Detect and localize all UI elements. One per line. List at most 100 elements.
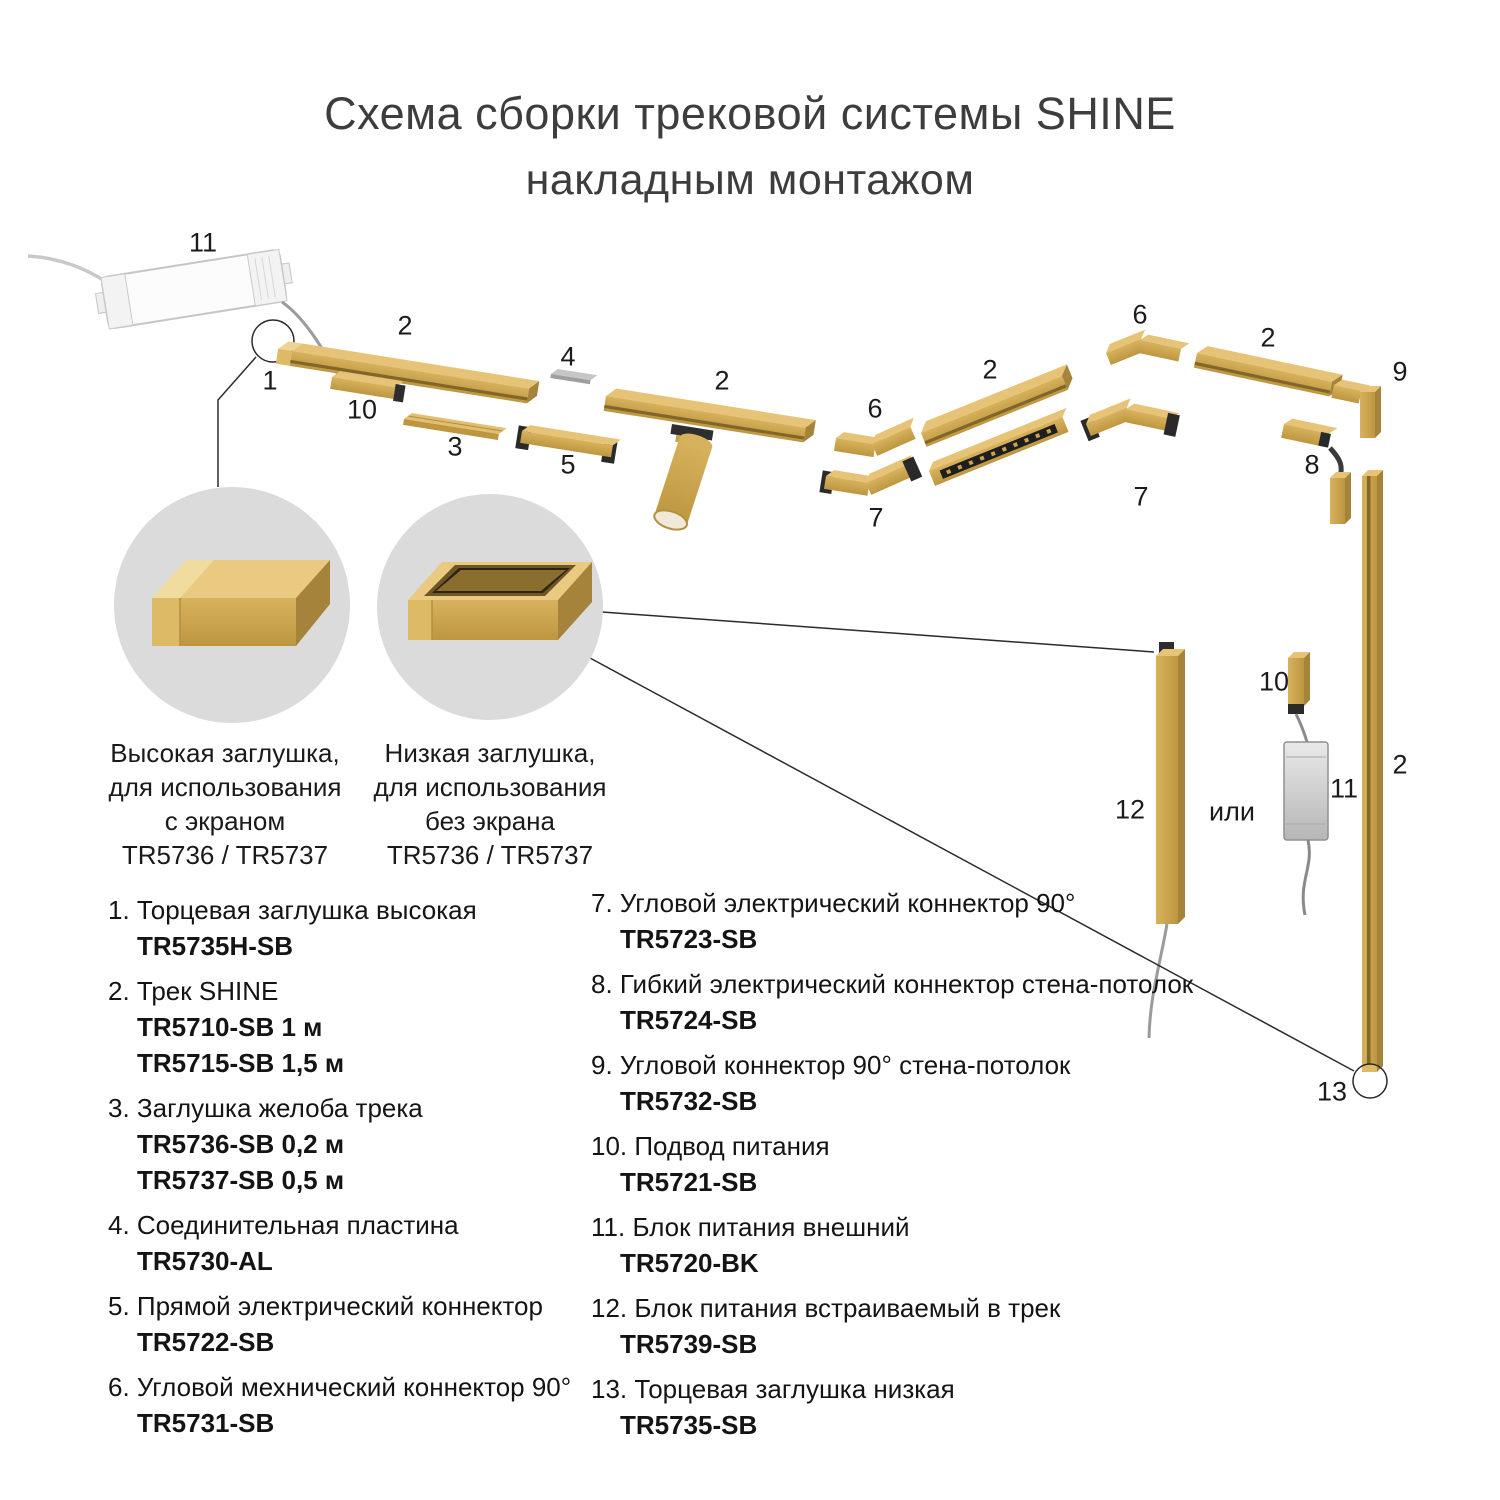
diagram-part-number: 13 [1316,1076,1348,1107]
part-name: 12. Блок питания встраиваемый в трек [591,1293,1061,1323]
part-code: TR5715-SB 1,5 м [137,1048,345,1078]
diagram-part-number: 12 [1114,794,1146,825]
callout-caption-line: Низкая заглушка, [384,738,596,768]
part-code: TR5731-SB [137,1408,275,1438]
callout-leader-line-left [217,356,257,487]
diagram-part-number: 1 [262,365,278,396]
straight-electrical-connector [515,425,621,464]
callout-leader-line-right-upper [601,611,1155,653]
part-code: TR5724-SB [620,1005,758,1035]
part-name: 5. Прямой электрический коннектор [108,1291,543,1321]
in-track-power-supply [1147,642,1185,1039]
low-cap-detail-circle [377,494,603,720]
track-segment [1193,346,1343,397]
part-code: TR5732-SB [620,1086,758,1116]
part-code: TR5721-SB [620,1167,758,1197]
part-code: TR5739-SB [620,1329,758,1359]
part-code: TR5737-SB 0,5 м [137,1165,345,1195]
track-segment [275,341,540,404]
parts-list-item: 2. Трек SHINE TR5710-SB 1 м TR5715-SB 1,5 … [108,974,578,1080]
part-name: 9. Угловой коннектор 90° стена-потолок [591,1050,1071,1080]
parts-list-item: 8. Гибкий электрический коннектор стена-… [591,967,1241,1037]
joining-plate [550,369,598,385]
flexible-electrical-connector [1281,418,1351,524]
diagram-part-number: 9 [1392,356,1408,387]
part-name: 8. Гибкий электрический коннектор стена-… [591,969,1194,999]
diagram-part-number: 5 [560,449,576,480]
part-name: 4. Соединительная пластина [108,1210,459,1240]
corner-mechanical-connector [1106,329,1190,366]
diagram-part-number: 2 [1392,749,1408,780]
part-code: TR5710-SB 1 м [137,1012,323,1042]
low-cap-annotation-circle [1352,1063,1388,1099]
diagram-part-number: 2 [714,365,730,396]
part-code: TR5722-SB [137,1327,275,1357]
part-code: TR5736-SB 0,2 м [137,1129,345,1159]
diagram-part-number: 8 [1304,449,1320,480]
callout-caption-line: TR5736 / TR5737 [386,840,594,870]
end-cap-annotation-circle [251,319,295,363]
diagram-part-number: 11 [1329,773,1359,804]
diagram-part-number: 3 [447,431,463,462]
page-title-line-1: Схема сборки трековой системы SHINE [324,88,1176,139]
part-code: TR5720-BK [620,1248,759,1278]
track-spotlight [653,424,714,531]
or-label: или [1209,796,1255,827]
corner-electrical-connector [1080,398,1180,442]
diagram-part-number: 6 [1132,299,1148,330]
part-name: 11. Блок питания внешний [591,1212,910,1242]
callout-leader-line-right-lower [589,657,1355,1072]
track-channel-cover [403,413,507,440]
linear-track-light [929,407,1069,486]
part-name: 6. Угловой мехнический коннектор 90° [108,1372,572,1402]
external-power-supply-top [27,248,342,379]
callout-caption-line: TR5736 / TR5737 [121,840,329,870]
part-name: 2. Трек SHINE [108,976,279,1006]
wall-ceiling-corner-connector [1331,379,1381,438]
parts-list-item: 6. Угловой мехнический коннектор 90° TR57… [108,1370,578,1440]
diagram-part-number: 2 [1260,322,1276,353]
diagram-part-number: 2 [397,310,413,341]
callout-caption-line: без экрана [424,806,555,836]
diagram-part-number: 11 [188,227,218,258]
part-code: TR5723-SB [620,924,758,954]
part-name: 13. Торцевая заглушка низкая [591,1374,955,1404]
track-segment [921,364,1073,447]
diagram-part-number: 4 [560,341,576,372]
part-name: 7. Угловой электрический коннектор 90° [591,888,1076,918]
callout-caption-line: с экраном [164,806,286,836]
diagram-part-number: 2 [982,354,998,385]
corner-mechanical-connector [833,417,916,458]
part-code: TR5735-SB [620,1410,758,1440]
diagram-part-number: 10 [1258,666,1290,697]
page-title-line-2: накладным монтажом [525,156,975,204]
parts-list-item: 7. Угловой электрический коннектор 90° TR… [591,886,1241,956]
diagram-part-number: 7 [1133,481,1149,512]
parts-column-right: 7. Угловой электрический коннектор 90° TR… [591,886,1241,1453]
vertical-track-segment [1362,470,1383,1072]
part-code: TR5735H-SB [137,931,294,961]
part-name: 1. Торцевая заглушка высокая [108,895,477,925]
high-cap-detail-circle [114,487,350,723]
power-feed-connector [330,371,406,403]
external-power-supply-right [1283,741,1329,916]
part-name: 10. Подвод питания [591,1131,830,1161]
diagram-part-number: 10 [346,394,378,425]
part-name: 3. Заглушка желоба трека [108,1093,423,1123]
callout-caption-line: Высокая заглушка, [110,738,340,768]
diagram-part-number: 6 [867,393,883,424]
